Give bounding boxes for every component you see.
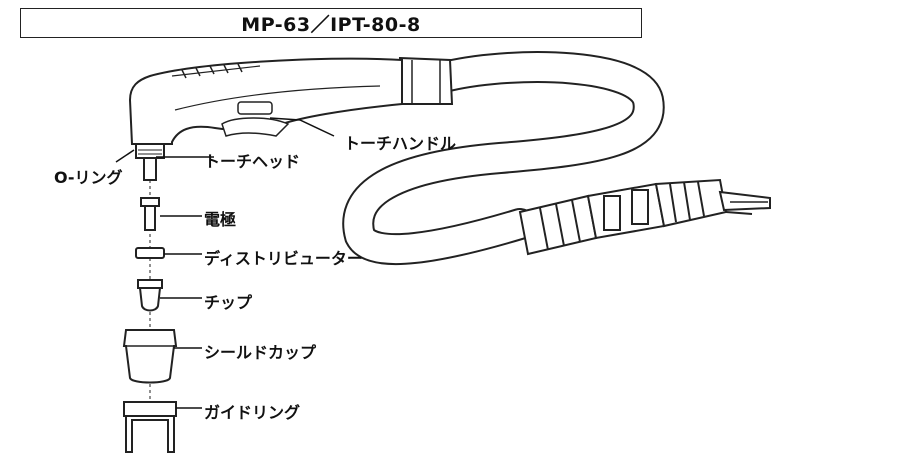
hose-sleeve bbox=[398, 56, 454, 105]
title-box: MP-63／IPT-80-8 bbox=[20, 8, 642, 38]
label-torch-handle: トーチハンドル bbox=[344, 134, 457, 153]
shield-cup-part bbox=[122, 329, 178, 384]
label-shield-cup: シールドカップ bbox=[204, 343, 317, 362]
distributor-part bbox=[135, 247, 165, 259]
label-o-ring: O-リング bbox=[54, 168, 123, 187]
leader-lines bbox=[115, 117, 335, 409]
hose-connector bbox=[518, 178, 771, 256]
tip-part bbox=[137, 279, 163, 312]
diagram-title: MP-63／IPT-80-8 bbox=[241, 13, 421, 36]
torch-handle-body bbox=[128, 57, 403, 145]
hose bbox=[342, 51, 665, 266]
label-electrode: 電極 bbox=[204, 210, 237, 229]
label-guide-ring: ガイドリング bbox=[204, 403, 301, 422]
torch-head-part bbox=[135, 143, 165, 181]
label-tip: チップ bbox=[204, 293, 253, 312]
label-torch-head: トーチヘッド bbox=[204, 152, 301, 171]
electrode-part bbox=[140, 197, 160, 231]
label-distributor: ディストリビューター bbox=[204, 249, 363, 268]
guide-ring-part bbox=[123, 401, 177, 453]
